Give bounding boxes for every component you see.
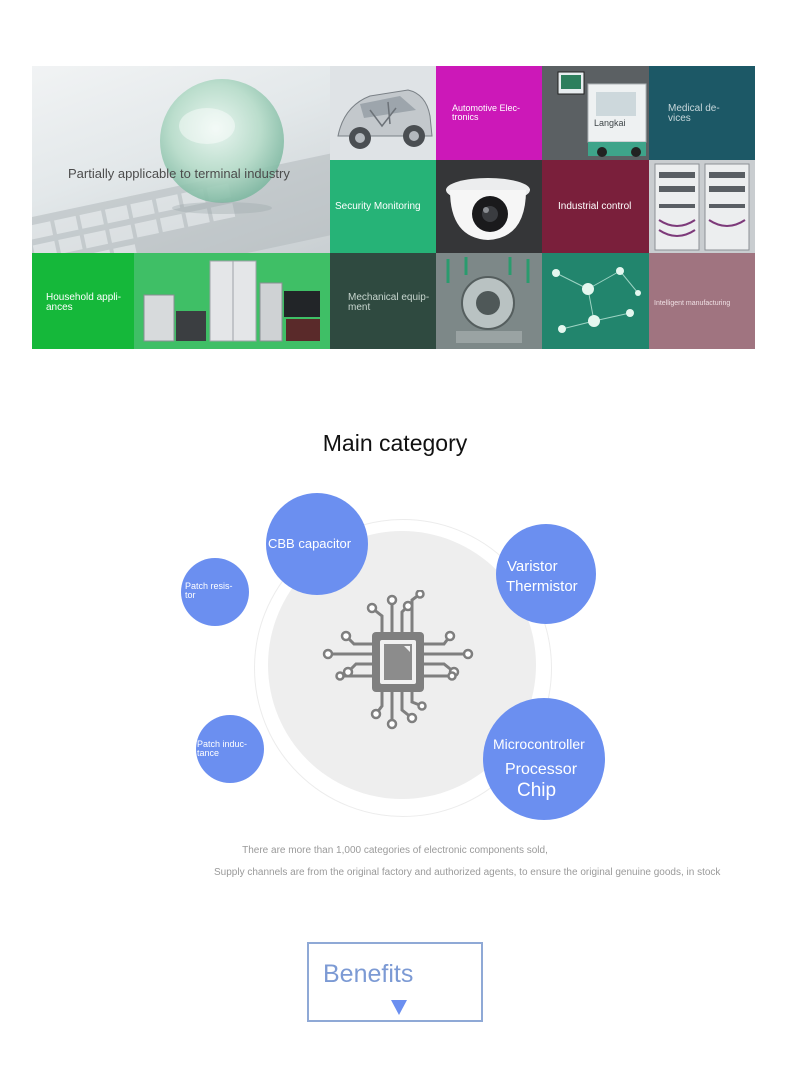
medical-equipment-image <box>542 66 649 160</box>
varistor-bubble: Varistor Thermistor <box>496 524 596 624</box>
industrial-tile: Industrial control <box>542 160 649 254</box>
mechanical-tile: Mechanical equip- ment <box>330 253 436 349</box>
automotive-tile: Automotive Elec- tronics <box>436 66 542 160</box>
intelligent-tile: Intelligent manufacturing <box>649 253 755 349</box>
chip-icon <box>322 590 474 730</box>
camera-tile <box>436 160 542 254</box>
keyboard-globe-image <box>32 79 330 253</box>
thermistor-label: Thermistor <box>506 578 578 595</box>
patch-inductance-label: Patch induc- tance <box>197 739 248 758</box>
microcontroller-bubble: Microcontroller Processor Chip <box>483 698 605 820</box>
machinery-image <box>436 253 542 349</box>
medical-photo-tile: Langkai <box>542 66 649 160</box>
info-line-2: Supply channels are from the original fa… <box>214 867 721 878</box>
household-tile: Household appli- ances <box>32 253 134 349</box>
cbb-capacitor-bubble: CBB capacitor <box>266 493 368 595</box>
main-category-title: Main category <box>322 430 468 456</box>
medical-tile: Medical de- vices <box>649 66 755 160</box>
hero-label: Partially applicable to terminal industr… <box>68 166 290 181</box>
patch-resistor-label: Patch resis- tor <box>185 581 233 600</box>
network-image <box>542 253 649 349</box>
medical-overlay-label: Langkai <box>594 118 626 128</box>
microcontroller-label: Microcontroller <box>493 736 585 752</box>
medical-label: Medical de- vices <box>668 103 720 124</box>
cbb-capacitor-label: CBB capacitor <box>268 536 352 551</box>
cabinet-tile <box>649 160 755 254</box>
appliances-image <box>134 253 330 349</box>
info-line-1: There are more than 1,000 categories of … <box>242 845 548 856</box>
intelligent-label: Intelligent manufacturing <box>654 300 731 307</box>
industry-mosaic: Partially applicable to terminal industr… <box>32 66 755 349</box>
security-tile: Security Monitoring <box>330 160 436 254</box>
household-label: Household appli- ances <box>46 292 122 313</box>
industrial-label: Industrial control <box>558 201 632 212</box>
mechanical-label: Mechanical equip- ment <box>348 292 430 313</box>
arrow-down-icon <box>391 1000 407 1015</box>
appliances-tile <box>134 253 330 349</box>
network-tile <box>542 253 649 349</box>
benefits-box: Benefits <box>307 942 483 1022</box>
control-cabinet-image <box>649 160 755 254</box>
security-camera-image <box>436 160 542 254</box>
hero-tile: Partially applicable to terminal industr… <box>32 66 330 253</box>
machinery-tile <box>436 253 542 349</box>
benefits-label: Benefits <box>323 960 414 988</box>
processor-label: Processor <box>505 761 578 778</box>
patch-resistor-bubble: Patch resis- tor <box>181 558 249 626</box>
car-tile <box>330 66 436 160</box>
chip-label: Chip <box>517 780 557 801</box>
varistor-label: Varistor <box>507 558 558 575</box>
patch-inductance-bubble: Patch induc- tance <box>196 715 264 783</box>
car-image <box>337 89 433 149</box>
outer-ring <box>254 519 552 817</box>
security-label: Security Monitoring <box>335 201 421 212</box>
automotive-label: Automotive Elec- tronics <box>452 103 521 122</box>
